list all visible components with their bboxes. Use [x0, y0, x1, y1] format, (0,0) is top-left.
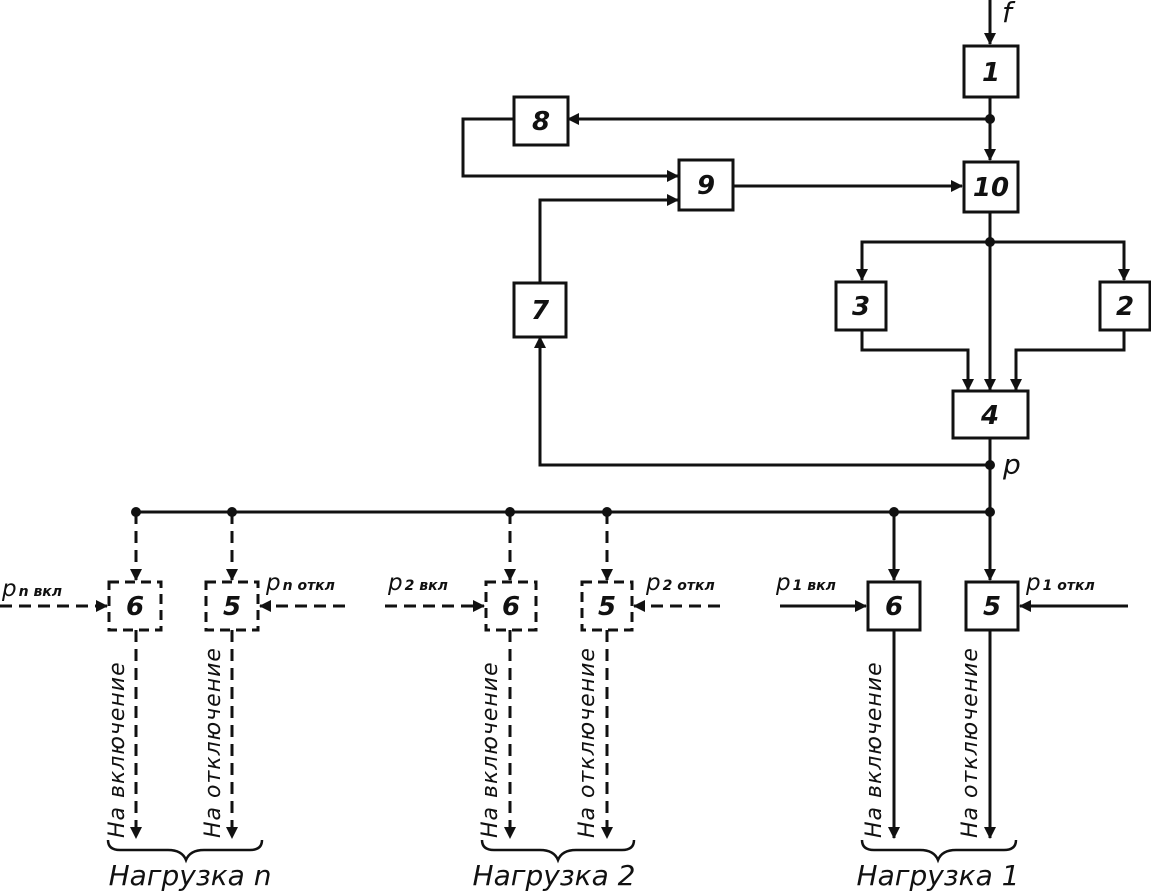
output-loadn-off: На отключение: [201, 647, 226, 838]
block-2-label: 2: [1116, 292, 1134, 322]
output-load1-on: На включение: [862, 661, 887, 838]
block-8: [512, 95, 570, 147]
block-3: [834, 280, 888, 332]
block-load2-5: [580, 580, 634, 632]
brace-load-n: [106, 839, 264, 864]
dashed-blocks: [107, 580, 634, 632]
junction-dot: [985, 507, 995, 517]
block-loadn-6-label: 6: [126, 592, 144, 622]
block-1-label: 1: [982, 58, 1000, 88]
output-load2-on: На включение: [478, 661, 503, 838]
input-f-label: f: [1002, 0, 1016, 29]
load-captions: Нагрузка n Нагрузка 2 Нагрузка 1: [109, 859, 1020, 892]
wire-to-3: [856, 240, 990, 281]
output-load1-off: На отключение: [958, 647, 983, 838]
wire-7-to-9: [538, 194, 679, 283]
brace-load-1: [860, 839, 1018, 864]
block-load1-6-label: 6: [885, 592, 903, 622]
block-2: [1098, 280, 1151, 332]
caption-load-2: Нагрузка 2: [473, 859, 636, 892]
block-loadn-5-label: 5: [223, 592, 241, 622]
wire-3-to-4: [860, 330, 974, 391]
block-load2-5-label: 5: [598, 592, 616, 622]
wire-8-to-9: [461, 117, 679, 182]
block-7-label: 7: [531, 296, 550, 326]
wire-2-to-4: [1010, 330, 1126, 391]
block-9-label: 9: [697, 171, 715, 201]
block-10: [962, 160, 1020, 214]
wire-feedback-to-7: [534, 336, 990, 467]
output-load2-off: На отключение: [575, 647, 600, 838]
block-10-label: 10: [973, 173, 1009, 203]
output-labels: На включение На отключение На включение …: [105, 647, 983, 838]
block-8-label: 8: [532, 107, 550, 137]
block-9: [677, 158, 735, 212]
output-loadn-on: На включение: [105, 661, 130, 838]
block-4: [951, 389, 1030, 440]
junction-dot: [985, 460, 995, 470]
dashed-connections: [0, 512, 720, 839]
caption-load-1: Нагрузка 1: [857, 859, 1020, 892]
node-p-label: p: [1002, 448, 1021, 481]
junction-dot: [985, 114, 995, 124]
connections: [136, 0, 1130, 839]
junction-dot: [131, 507, 141, 517]
braces: [106, 839, 1018, 864]
block-7: [512, 281, 568, 339]
junction-dot: [505, 507, 515, 517]
block-4-label: 4: [980, 401, 999, 431]
wire-to-2: [990, 240, 1130, 281]
block-3-label: 3: [852, 292, 870, 322]
junction-dot: [602, 507, 612, 517]
junction-dot: [889, 507, 899, 517]
block-labels: 1 8 9 10 7 3 2 4 6 5 6 5 6 5: [126, 58, 1134, 622]
block-1: [962, 44, 1020, 99]
brace-load-2: [480, 839, 636, 864]
block-loadn-5: [204, 580, 260, 632]
block-load1-6: [866, 580, 922, 632]
junction-dots: [131, 114, 995, 517]
junction-dot: [985, 237, 995, 247]
block-loadn-6: [107, 580, 163, 632]
block-load1-5: [964, 580, 1020, 632]
block-load1-5-label: 5: [983, 592, 1001, 622]
block-load2-6-label: 6: [502, 592, 520, 622]
junction-dot: [227, 507, 237, 517]
block-load2-6: [484, 580, 538, 632]
caption-load-n: Нагрузка n: [109, 859, 272, 892]
blocks: [512, 44, 1151, 632]
